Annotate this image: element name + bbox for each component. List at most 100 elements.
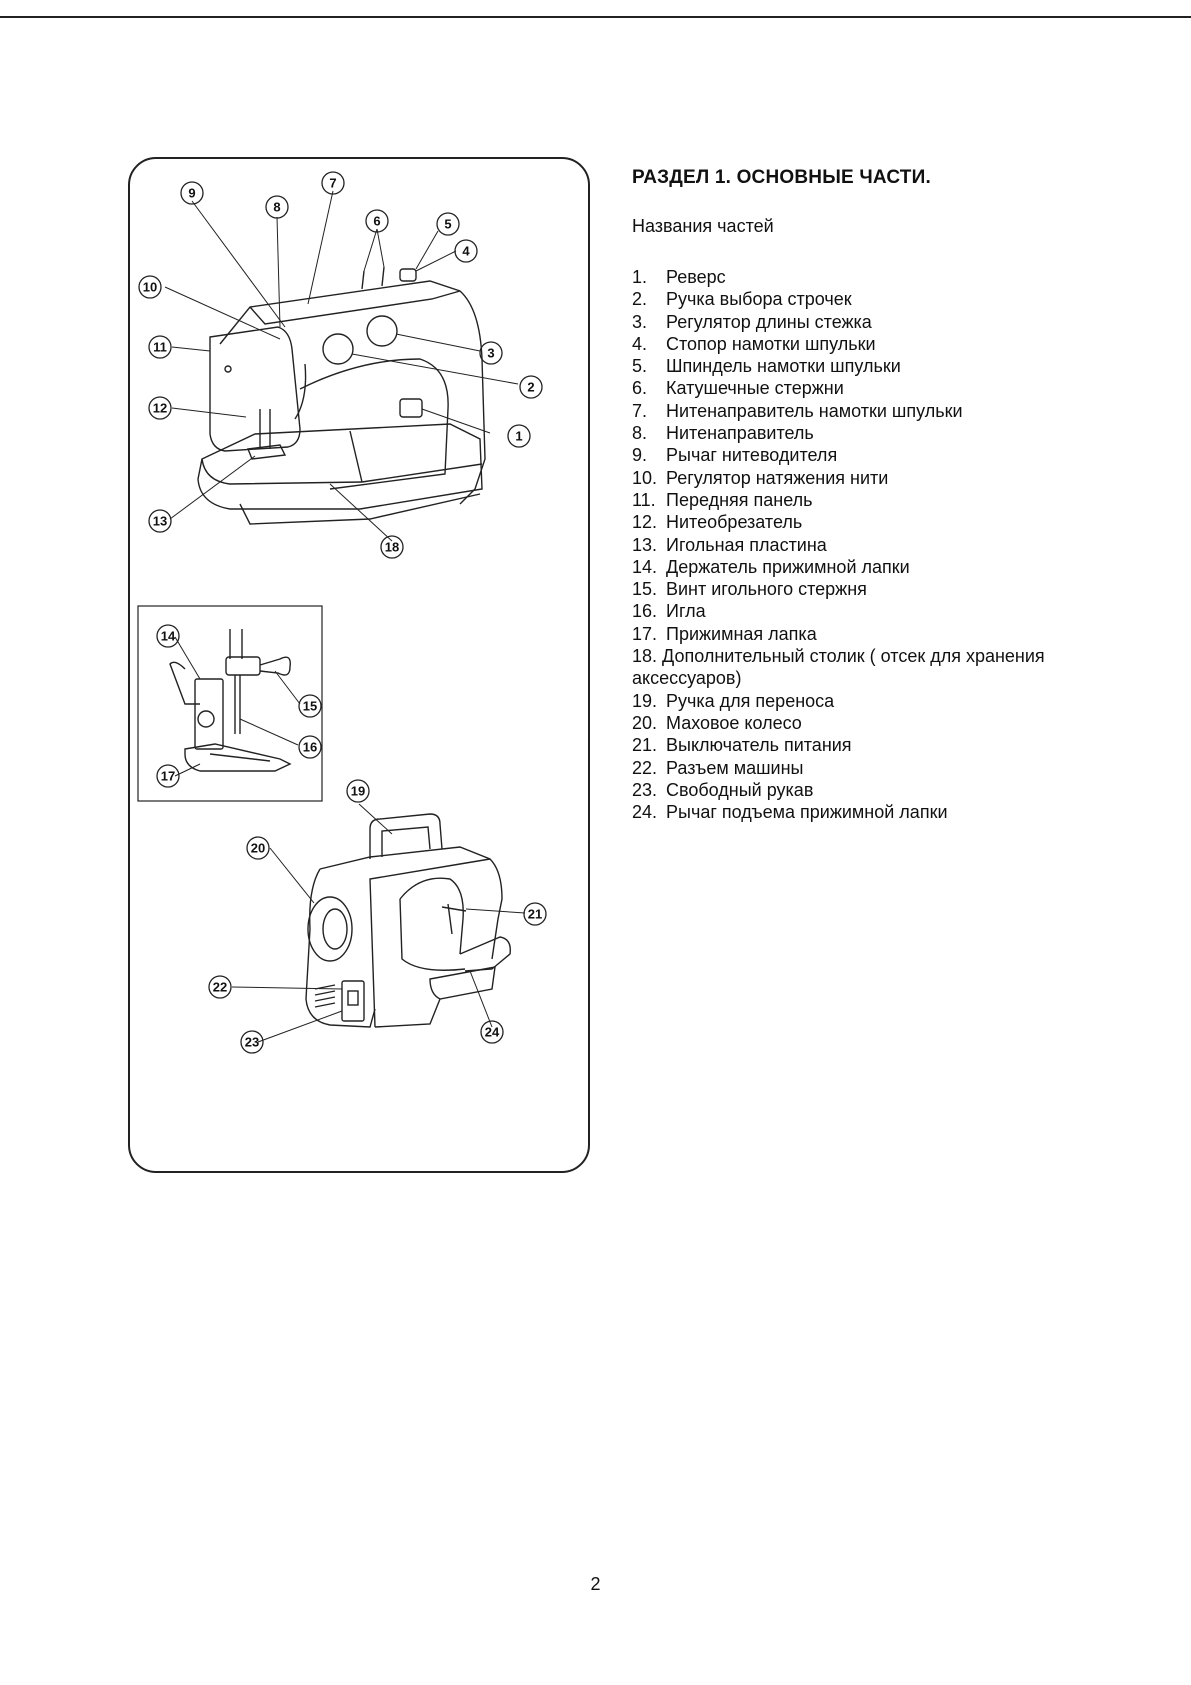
list-item: 24. Рычаг подъема прижимной лапки: [632, 801, 1132, 823]
list-item-number: 7.: [632, 400, 648, 421]
list-item-name: Игла: [666, 601, 706, 622]
sewing-machine-rear-drawing: [305, 813, 511, 1028]
list-item-number: 23.: [632, 779, 658, 800]
list-item-name: Дополнительный столик ( отсек для хранен…: [632, 646, 1045, 689]
list-item-name: Свободный рукав: [666, 779, 814, 800]
callout-label: 10: [143, 280, 157, 295]
list-item-number: 4.: [632, 333, 648, 354]
parts-text-column: РАЗДЕЛ 1. ОСНОВНЫЕ ЧАСТИ. Названия часте…: [632, 164, 1132, 823]
callout-label: 13: [153, 514, 167, 529]
list-item-name: Нитеобрезатель: [666, 512, 803, 533]
list-item: 11. Передняя панель: [632, 489, 1132, 511]
callout-label: 7: [329, 176, 336, 191]
list-item: 10. Регулятор натяжения нити: [632, 467, 1132, 489]
list-item-name: Шпиндель намотки шпульки: [666, 356, 901, 377]
list-item-number: 22.: [632, 757, 658, 778]
callout-label: 18: [385, 540, 399, 555]
callout-label: 4: [462, 244, 470, 259]
list-item-name: Передняя панель: [666, 489, 813, 510]
list-item-name: Игольная пластина: [666, 534, 827, 555]
list-item-name: Прижимная лапка: [666, 623, 817, 644]
list-item: 7.Нитенаправитель намотки шпульки: [632, 400, 1132, 422]
list-item: 16. Игла: [632, 600, 1132, 622]
list-item-name: Выключатель питания: [666, 735, 852, 756]
callout-label: 9: [188, 186, 195, 201]
list-item-number: 24.: [632, 802, 658, 823]
list-item-number: 1.: [632, 267, 648, 287]
list-item-name: Нитенаправитель: [666, 423, 814, 444]
list-item-number: 5.: [632, 356, 648, 377]
list-item-number: 16.: [632, 601, 658, 622]
list-item: 8. Нитенаправитель: [632, 422, 1132, 444]
list-item-number: 20.: [632, 712, 658, 733]
list-item: 17. Прижимная лапка: [632, 623, 1132, 645]
presser-foot-detail-drawing: [169, 629, 292, 772]
list-item: 15. Винт игольного стержня: [632, 578, 1132, 600]
callout-label: 6: [373, 214, 380, 229]
list-item-number: 19.: [632, 690, 658, 711]
top-rule: [0, 16, 1191, 18]
list-item: 22.Разъем машины: [632, 757, 1132, 779]
list-item-name: Регулятор натяжения нити: [666, 467, 889, 488]
callout-label: 3: [487, 346, 494, 361]
list-item: 6. Катушечные стержни: [632, 377, 1132, 399]
list-item-number: 11.: [632, 489, 656, 510]
list-item-name: Винт игольного стержня: [666, 579, 867, 600]
callout-label: 20: [251, 841, 265, 856]
callout-label: 17: [161, 769, 175, 784]
list-item-number: 18.: [632, 646, 658, 667]
list-item-name: Маховое колесо: [666, 712, 802, 733]
list-item-name: Катушечные стержни: [666, 378, 844, 399]
list-item: 20. Маховое колесо: [632, 712, 1132, 734]
list-item: 3.Регулятор длины стежка: [632, 311, 1132, 333]
list-item: 19. Ручка для переноса: [632, 690, 1132, 712]
list-item-number: 2.: [632, 289, 648, 310]
rear-leader-lines: [231, 803, 526, 1043]
list-item-name: Держатель прижимной лапки: [666, 556, 910, 577]
parts-subtitle: Названия частей: [632, 216, 774, 236]
list-item: 5. Шпиндель намотки шпульки: [632, 355, 1132, 377]
list-item: 9.Рычаг нитеводителя: [632, 444, 1132, 466]
list-item-number: 9.: [632, 445, 648, 466]
list-item-number: 14.: [632, 556, 658, 577]
list-item-number: 8.: [632, 423, 648, 444]
list-item: 21. Выключатель питания: [632, 734, 1132, 756]
callout-label: 14: [161, 629, 176, 644]
list-item-number: 3.: [632, 311, 648, 332]
list-item: 12. Нитеобрезатель: [632, 511, 1132, 533]
list-item-number: 17.: [632, 623, 658, 644]
list-item: 13.Игольная пластина: [632, 534, 1132, 556]
parts-illustration: 1 2 3 4 5 6 7 8 9 10 11 12 13 14 15 16 1…: [137, 171, 547, 1054]
list-item: 14. Держатель прижимной лапки: [632, 556, 1132, 578]
leader-lines: [164, 190, 519, 542]
callout-label: 22: [213, 980, 227, 995]
list-item-name: Ручка для переноса: [666, 690, 835, 711]
list-item: 23. Свободный рукав: [632, 779, 1132, 801]
list-item-number: 12.: [632, 512, 658, 533]
callout-label: 23: [245, 1035, 259, 1050]
parts-list: 1.Реверс 2.Ручка выбора строчек 3.Регуля…: [632, 266, 1132, 823]
page-number: 2: [590, 1574, 601, 1594]
sewing-machine-front-drawing: [197, 266, 486, 525]
list-item: 4. Стопор намотки шпульки: [632, 333, 1132, 355]
section-title: РАЗДЕЛ 1. ОСНОВНЫЕ ЧАСТИ.: [632, 167, 931, 188]
list-item: 2.Ручка выбора строчек: [632, 288, 1132, 310]
list-item-name: Реверс: [666, 267, 726, 287]
list-item-number: 10.: [632, 467, 658, 488]
list-item-number: 6.: [632, 378, 648, 399]
callout-label: 1: [515, 429, 522, 444]
parts-illustration-frame: 1 2 3 4 5 6 7 8 9 10 11 12 13 14 15 16 1…: [128, 157, 590, 1173]
callout-label: 15: [303, 699, 317, 714]
callout-label: 16: [303, 740, 317, 755]
callout-label: 2: [527, 380, 534, 395]
callout-label: 8: [273, 200, 280, 215]
list-item-number: 21.: [632, 735, 658, 756]
callout-label: 19: [351, 784, 365, 799]
list-item-name: Стопор намотки шпульки: [666, 333, 876, 354]
list-item-number: 15.: [632, 579, 658, 600]
callout-label: 11: [153, 340, 167, 355]
list-item: 1. Реверс: [632, 266, 1132, 288]
callout-label: 21: [528, 907, 542, 922]
callout-circles: [138, 171, 547, 1054]
list-item-name: Рычаг подъема прижимной лапки: [666, 802, 948, 823]
